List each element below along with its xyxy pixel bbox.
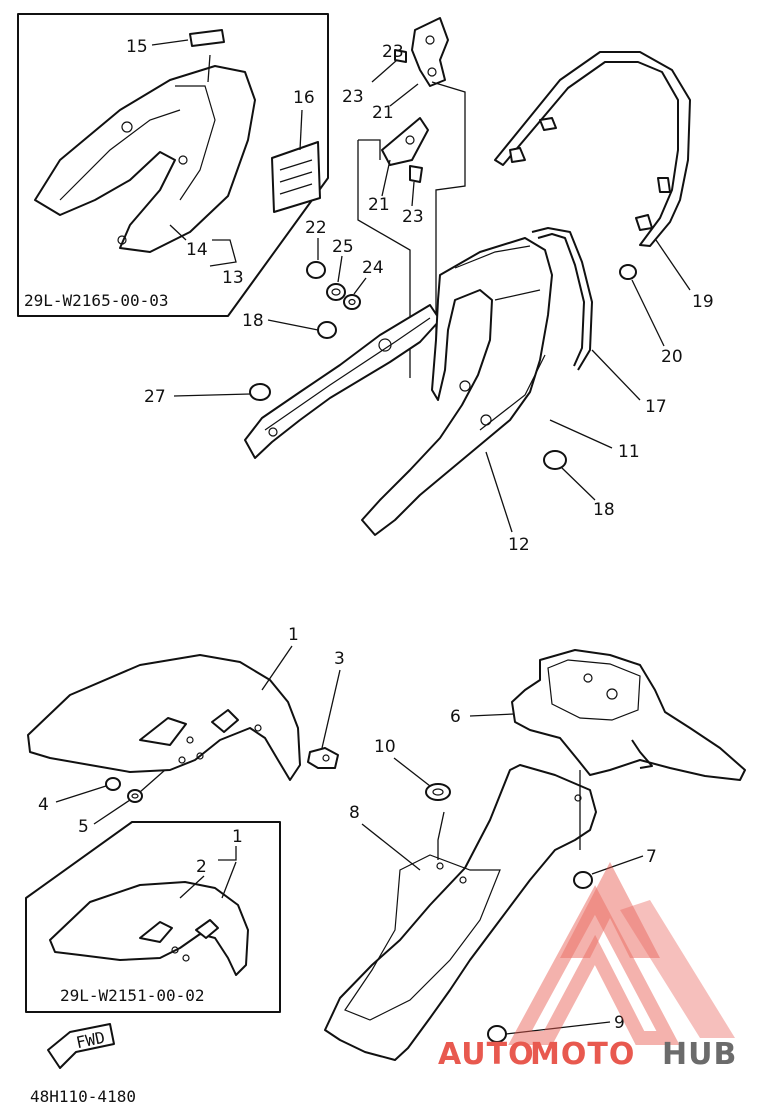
rear-fender-6 bbox=[511, 649, 746, 781]
front-fender-1 bbox=[27, 654, 301, 781]
callout-19: 19 bbox=[692, 292, 714, 312]
damper-18-right bbox=[543, 450, 567, 470]
callout-24: 22 bbox=[305, 218, 327, 238]
callout-26: 24 bbox=[362, 258, 384, 278]
callout-1-inset: 1 bbox=[232, 827, 243, 847]
bolt-4 bbox=[105, 777, 121, 791]
callout-16: 16 bbox=[293, 88, 315, 108]
callout-27: 27 bbox=[144, 387, 166, 407]
callout-2: 2 bbox=[196, 857, 207, 877]
callout-18-left: 18 bbox=[242, 311, 264, 331]
clamp-3 bbox=[307, 747, 339, 769]
callout-13: 13 bbox=[222, 268, 244, 288]
callout-12: 12 bbox=[508, 535, 530, 555]
watermark-hub: HUB bbox=[662, 1037, 737, 1072]
collar-25 bbox=[326, 283, 346, 301]
nut-7 bbox=[573, 871, 593, 889]
bolt-20 bbox=[619, 264, 637, 280]
watermark-moto: MOTO bbox=[530, 1037, 635, 1072]
callout-5: 5 bbox=[78, 817, 89, 837]
callout-7: 7 bbox=[646, 847, 657, 867]
subassembly-code-1: 29L-W2165-00-03 bbox=[24, 291, 169, 310]
callout-11: 11 bbox=[618, 442, 640, 462]
inset-box-front-fender bbox=[25, 821, 281, 1013]
callout-17: 17 bbox=[645, 397, 667, 417]
callout-10: 10 bbox=[374, 737, 396, 757]
grab-bar-19 bbox=[494, 51, 691, 247]
grommet-24 bbox=[306, 261, 326, 279]
fwd-arrow: FWD bbox=[47, 1023, 115, 1069]
callout-23-a: 23 bbox=[342, 87, 364, 107]
callout-15: 15 bbox=[126, 37, 148, 57]
callout-22: 21 bbox=[368, 195, 390, 215]
callout-1-top: 1 bbox=[288, 625, 299, 645]
bracket-21 bbox=[394, 17, 449, 87]
callout-23-top: 23 bbox=[382, 42, 404, 62]
callout-4: 4 bbox=[38, 795, 49, 815]
washer-26 bbox=[343, 294, 361, 310]
subassembly-code-2: 29L-W2151-00-02 bbox=[60, 986, 205, 1005]
bolt-27 bbox=[249, 383, 271, 401]
callout-14: 14 bbox=[186, 240, 208, 260]
callout-8: 8 bbox=[349, 803, 360, 823]
callout-9: 9 bbox=[614, 1013, 625, 1033]
rear-inner-fender-8 bbox=[324, 764, 597, 1061]
callout-20: 20 bbox=[661, 347, 683, 367]
figure-code: 48H110-4180 bbox=[30, 1087, 136, 1106]
damper-18-left bbox=[317, 321, 337, 339]
callout-18-right: 18 bbox=[593, 500, 615, 520]
callout-21: 21 bbox=[372, 103, 394, 123]
clip-10 bbox=[425, 783, 451, 801]
side-cover-assembly bbox=[244, 227, 593, 536]
washer-5 bbox=[127, 789, 143, 803]
callout-6: 6 bbox=[450, 707, 461, 727]
watermark-auto: AUTO bbox=[438, 1037, 535, 1072]
callout-25: 25 bbox=[332, 237, 354, 257]
inset-box-seat-cowl bbox=[17, 13, 329, 317]
bracket-22 bbox=[381, 117, 429, 183]
watermark-logo bbox=[508, 862, 735, 1045]
callout-3: 3 bbox=[334, 649, 345, 669]
callout-23-b: 23 bbox=[402, 207, 424, 227]
